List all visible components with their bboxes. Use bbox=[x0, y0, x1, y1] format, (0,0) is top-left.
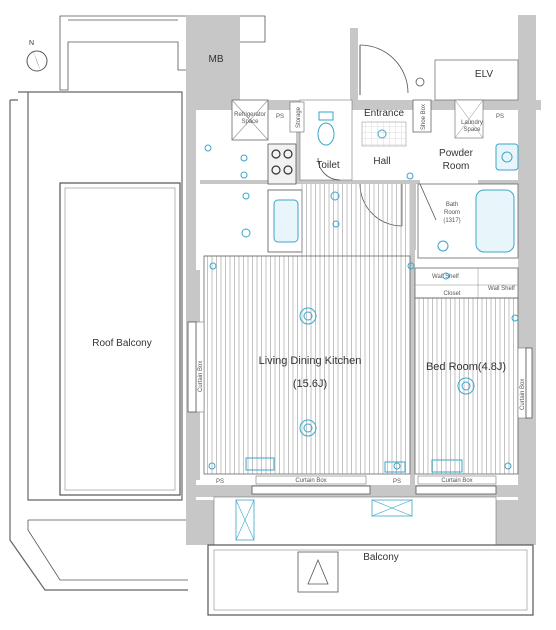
wall-shelf-label-2: Wall Shelf bbox=[488, 286, 515, 292]
bath-label-3: (1317) bbox=[443, 218, 460, 224]
living-dining-kitchen: Living Dining Kitchen (15.6J) bbox=[203, 184, 411, 475]
entrance: Entrance Hall bbox=[359, 44, 409, 227]
closet: Wall Shelf Wall Shelf Closet bbox=[414, 267, 519, 299]
powder-room: Laundry Space PS Powder Room bbox=[439, 99, 519, 172]
cooktop bbox=[267, 143, 297, 185]
powder-room-label-1: Powder bbox=[439, 148, 474, 159]
burner-icon bbox=[271, 165, 281, 175]
upper-parapet bbox=[59, 15, 266, 91]
roof-balcony-inner bbox=[59, 182, 181, 496]
ceiling-light-icon bbox=[457, 377, 475, 395]
roof-balcony-label: Roof Balcony bbox=[92, 338, 151, 349]
ps-label-1: PS bbox=[276, 114, 284, 120]
entrance-label: Entrance bbox=[364, 108, 404, 119]
laundry-label-1: Laundry bbox=[461, 120, 483, 126]
north-compass-icon: N bbox=[26, 40, 48, 72]
curtain-box-label-4: Curtain Box bbox=[441, 478, 472, 484]
laundry-label-2: Space bbox=[463, 127, 481, 133]
bath-label-2: Room bbox=[444, 210, 460, 216]
bath-label-1: Bath bbox=[446, 202, 458, 208]
ceiling-light-icon bbox=[299, 307, 317, 325]
wall-shelf-label-1: Wall Shelf bbox=[432, 274, 459, 280]
storage-label: Storage bbox=[296, 106, 302, 128]
toilet-label: Toilet bbox=[316, 160, 340, 171]
burner-icon bbox=[283, 165, 293, 175]
closet-label: Closet bbox=[443, 291, 460, 297]
ps-label-4: PS bbox=[393, 479, 401, 485]
burner-icon bbox=[271, 149, 281, 159]
toilet-room: Storage Toilet bbox=[289, 99, 353, 181]
ldk-label: Living Dining Kitchen bbox=[259, 355, 362, 367]
balcony-label: Balcony bbox=[363, 552, 399, 563]
evacuation-hatch-icon bbox=[297, 551, 339, 593]
toilet-bowl-icon bbox=[317, 122, 335, 146]
electrical-symbols bbox=[204, 129, 519, 470]
ceiling-light-icon bbox=[299, 419, 317, 437]
wash-basin-icon bbox=[495, 143, 519, 171]
bedroom-label: Bed Room(4.8J) bbox=[426, 361, 506, 373]
curtain-box-label-1: Curtain Box bbox=[198, 361, 204, 392]
curtain-box-label-2: Curtain Box bbox=[520, 379, 526, 410]
refrigerator-label-2: Space bbox=[241, 119, 259, 125]
windows bbox=[187, 321, 533, 495]
mb-label: MB bbox=[209, 54, 224, 65]
bathtub-icon bbox=[475, 189, 515, 253]
elv-label: ELV bbox=[475, 69, 493, 80]
entry-door-swing bbox=[359, 44, 409, 94]
roof-balcony-area: Roof Balcony bbox=[9, 15, 266, 591]
powder-room-label-2: Room bbox=[443, 161, 470, 172]
ldk-size-label: (15.6J) bbox=[293, 378, 327, 390]
bath-room: Bath Room (1317) bbox=[417, 183, 519, 259]
kitchen-sink-icon bbox=[273, 199, 299, 243]
hall-label: Hall bbox=[373, 156, 390, 167]
compass-label: N bbox=[29, 40, 34, 47]
kitchen-area: Refrigerator Space PS bbox=[204, 99, 303, 257]
refrigerator-label-1: Refrigerator bbox=[234, 112, 266, 118]
shoe-box-label: Shoe Box bbox=[421, 104, 427, 130]
balcony-area: Balcony bbox=[207, 496, 534, 616]
roof-balcony-outer bbox=[18, 91, 183, 501]
elevator-box bbox=[434, 59, 519, 101]
ps-label-2: PS bbox=[496, 114, 504, 120]
shoe-box bbox=[412, 99, 432, 133]
ps-label-3: PS bbox=[216, 479, 224, 485]
bedroom: Bed Room(4.8J) bbox=[414, 297, 519, 475]
burner-icon bbox=[283, 149, 293, 159]
curtain-box-label-3: Curtain Box bbox=[295, 478, 326, 484]
